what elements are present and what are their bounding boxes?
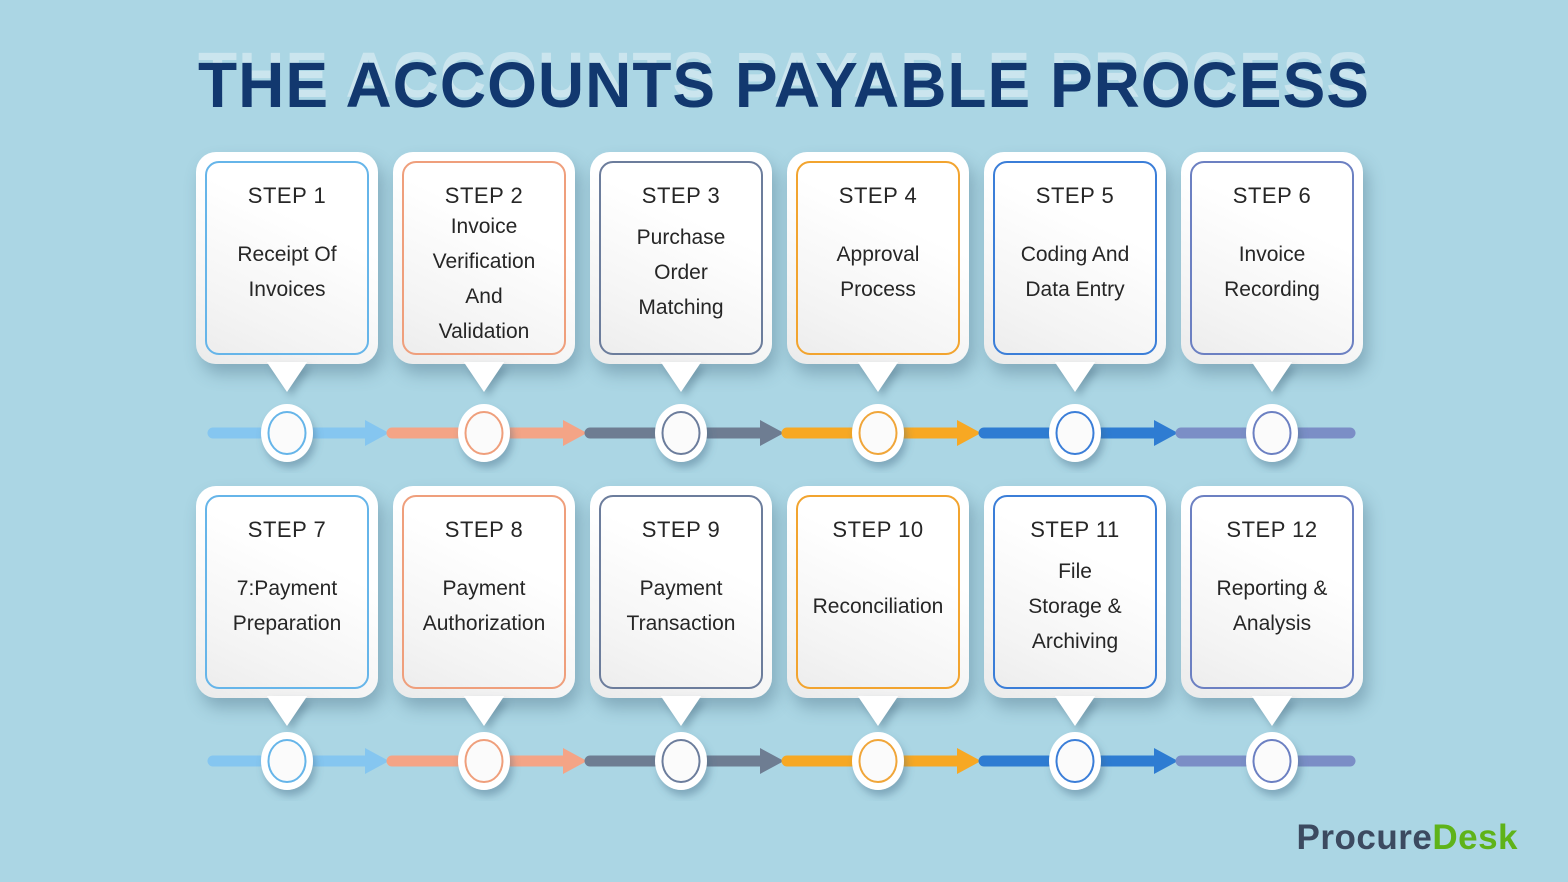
step-card-border: STEP 5 Coding And Data Entry (993, 161, 1157, 355)
step-card-border: STEP 10 Reconciliation (796, 495, 960, 689)
page-title: THE ACCOUNTS PAYABLE PROCESS (198, 49, 1370, 121)
card-pointer-tail (855, 362, 901, 392)
timeline-row-2 (207, 732, 1356, 790)
step-card-8: STEP 8 Payment Authorization (393, 486, 575, 698)
step-card-border: STEP 8 Payment Authorization (402, 495, 566, 689)
step-card-border: STEP 7 7:Payment Preparation (205, 495, 369, 689)
step-card-border: STEP 3 Purchase Order Matching (599, 161, 763, 355)
step-card-border: STEP 4 Approval Process (796, 161, 960, 355)
step-title: Reporting & Analysis (1216, 577, 1328, 635)
step-card-border: STEP 6 Invoice Recording (1190, 161, 1354, 355)
step-number-label: STEP 11 (1030, 517, 1120, 542)
card-pointer-tail (264, 362, 310, 392)
card-pointer-tail (1052, 362, 1098, 392)
step-title: Payment Authorization (422, 577, 546, 635)
step-card-6: STEP 6 Invoice Recording (1181, 152, 1363, 364)
timeline-row-1 (207, 404, 1356, 462)
brand-text-desk: Desk (1432, 818, 1518, 857)
step-card-border: STEP 2 Invoice Verification And Validati… (402, 161, 566, 355)
step-card-9: STEP 9 Payment Transaction (590, 486, 772, 698)
step-number-label: STEP 8 (444, 517, 524, 542)
step-number-label: STEP 6 (1232, 183, 1312, 208)
step-title: Payment Transaction (626, 577, 736, 635)
step-card-border: STEP 1 Receipt Of Invoices (205, 161, 369, 355)
step-title: Approval Process (836, 243, 920, 301)
step-card-7: STEP 7 7:Payment Preparation (196, 486, 378, 698)
step-card-3: STEP 3 Purchase Order Matching (590, 152, 772, 364)
step-card-12: STEP 12 Reporting & Analysis (1181, 486, 1363, 698)
step-number-label: STEP 7 (247, 517, 327, 542)
steps-row-1: STEP 1 Receipt Of Invoices STEP 2 Invoic… (196, 152, 1363, 364)
step-number-label: STEP 9 (641, 517, 721, 542)
step-title: Invoice Verification And Validation (432, 215, 536, 343)
card-pointer-tail (1249, 362, 1295, 392)
step-number-label: STEP 2 (444, 183, 524, 208)
step-card-11: STEP 11 File Storage & Archiving (984, 486, 1166, 698)
steps-row-2: STEP 7 7:Payment Preparation STEP 8 Paym… (196, 486, 1363, 698)
brand-text-procure: Procure (1296, 818, 1433, 857)
card-pointer-tail (658, 362, 704, 392)
step-number-label: STEP 5 (1035, 183, 1115, 208)
step-title: Invoice Recording (1224, 243, 1320, 301)
step-card-border: STEP 9 Payment Transaction (599, 495, 763, 689)
step-title: File Storage & Archiving (1028, 559, 1122, 653)
step-card-4: STEP 4 Approval Process (787, 152, 969, 364)
step-title: Coding And Data Entry (1020, 243, 1130, 301)
card-pointer-tail (461, 362, 507, 392)
step-number-label: STEP 3 (641, 183, 721, 208)
step-card-5: STEP 5 Coding And Data Entry (984, 152, 1166, 364)
step-number-label: STEP 4 (838, 183, 918, 208)
step-card-2: STEP 2 Invoice Verification And Validati… (393, 152, 575, 364)
step-card-border: STEP 12 Reporting & Analysis (1190, 495, 1354, 689)
step-card-1: STEP 1 Receipt Of Invoices (196, 152, 378, 364)
step-number-label: STEP 12 (1226, 517, 1318, 542)
step-card-border: STEP 11 File Storage & Archiving (993, 495, 1157, 689)
step-title: 7:Payment Preparation (232, 577, 342, 635)
brand-logo: ProcureDesk (1297, 818, 1518, 858)
step-title: Purchase Order Matching (636, 225, 726, 319)
step-number-label: STEP 1 (247, 183, 327, 208)
step-card-10: STEP 10 Reconciliation (787, 486, 969, 698)
step-title: Receipt Of Invoices (237, 243, 337, 301)
step-number-label: STEP 10 (832, 517, 924, 542)
step-title: Reconciliation (812, 594, 944, 618)
